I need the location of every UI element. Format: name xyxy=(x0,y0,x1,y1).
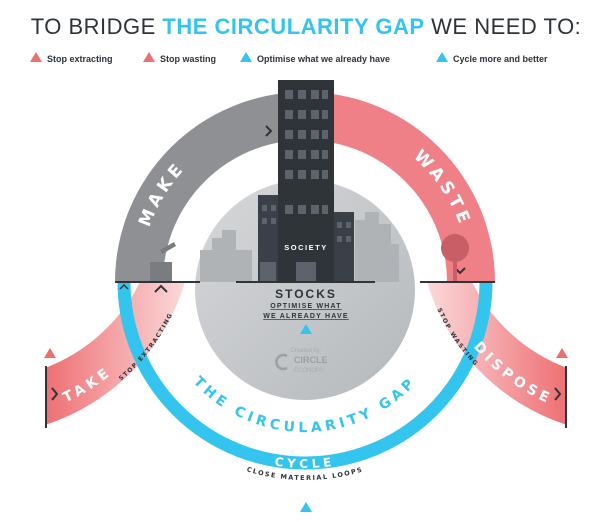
society-label: SOCIETY xyxy=(284,243,327,252)
cycle-label: CYCLE xyxy=(274,455,332,471)
take-band xyxy=(45,282,185,425)
society-building: SOCIETY xyxy=(258,80,354,282)
legend-item-cycle: Cycle more and better xyxy=(436,52,548,64)
chevron-right-icon xyxy=(265,125,273,137)
warning-icon xyxy=(143,52,155,62)
chevron-up-icon xyxy=(119,283,129,290)
chevron-right-icon xyxy=(554,387,562,401)
warning-icon xyxy=(300,324,312,334)
make-band xyxy=(115,92,305,282)
svg-text:Optimise what we already have: Optimise what we already have xyxy=(257,54,390,64)
chevron-right-icon xyxy=(51,387,59,401)
warning-icon xyxy=(300,502,312,512)
warning-icon xyxy=(44,348,56,358)
svg-text:Cycle more and better: Cycle more and better xyxy=(453,54,548,64)
legend-item-optimise: Optimise what we already have xyxy=(240,52,390,64)
circle-economy-logo: CIRCLE ECONOMY xyxy=(275,353,328,374)
waste-band xyxy=(305,92,495,282)
svg-text:Stop wasting: Stop wasting xyxy=(160,54,216,64)
dispose-band xyxy=(427,282,567,425)
legend-item-stop-extracting: Stop extracting xyxy=(30,52,113,64)
svg-text:CIRCLE: CIRCLE xyxy=(294,355,328,365)
oil-pump-icon xyxy=(150,242,176,282)
skyline xyxy=(200,212,399,282)
chevron-up-icon xyxy=(154,284,168,293)
warning-icon xyxy=(436,52,448,62)
stocks-label: STOCKS xyxy=(275,287,337,301)
credit-label: Created by: xyxy=(290,348,321,354)
stocks-sub-1: OPTIMISE WHAT xyxy=(270,303,341,310)
cycle-ring xyxy=(117,281,493,470)
svg-text:CYCLE: CYCLE xyxy=(274,455,336,471)
tree-icon xyxy=(441,234,469,282)
legend-item-stop-wasting: Stop wasting xyxy=(143,52,216,64)
svg-text:ECONOMY: ECONOMY xyxy=(294,368,325,374)
warning-icon xyxy=(30,52,42,62)
page-title: TO BRIDGE THE CIRCULARITY GAP WE NEED TO… xyxy=(31,14,582,39)
svg-text:Stop extracting: Stop extracting xyxy=(47,54,113,64)
stocks-sub-2: WE ALREADY HAVE xyxy=(263,313,349,320)
warning-icon xyxy=(240,52,252,62)
legend: Stop extracting Stop wasting Optimise wh… xyxy=(30,52,548,64)
warning-icon xyxy=(556,348,568,358)
